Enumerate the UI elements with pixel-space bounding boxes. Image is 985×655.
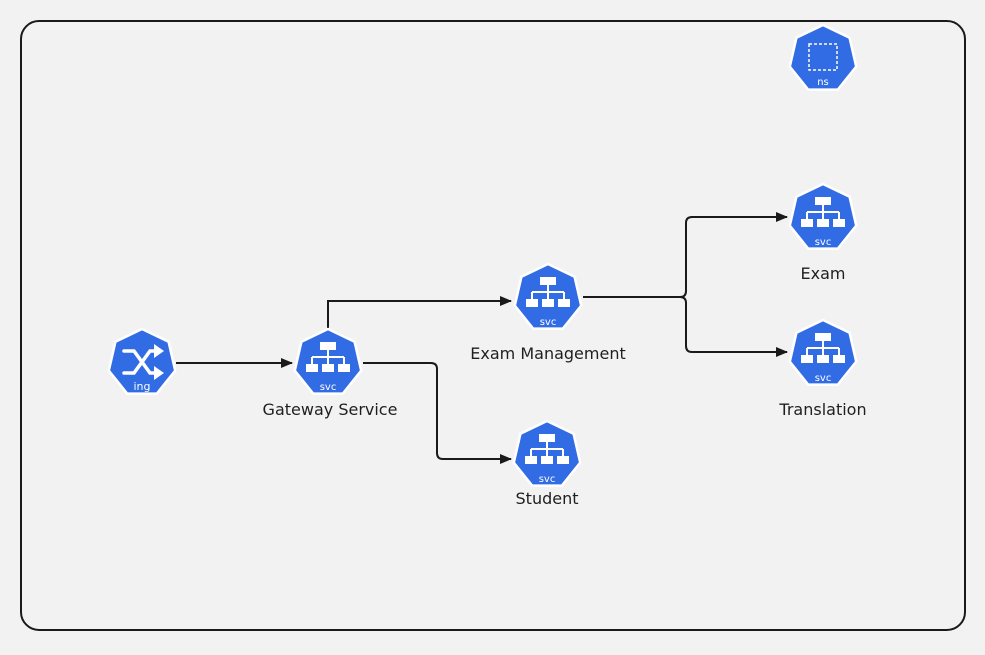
namespace-icon[interactable]: ns (788, 23, 858, 91)
gateway-service-icon[interactable]: svc (293, 327, 363, 395)
edge-exam-management-to-translation (679, 296, 788, 357)
edge-gateway-to-exam-management (327, 296, 512, 328)
student-service-icon[interactable]: svc (512, 419, 582, 487)
exam-management-label: Exam Management (470, 344, 626, 363)
cluster-frame (20, 20, 966, 631)
edge-gateway-to-student (363, 362, 512, 464)
gateway-badge: svc (320, 382, 337, 393)
ingress-icon[interactable]: ing (107, 327, 177, 395)
namespace-badge: ns (817, 77, 829, 88)
student-badge: svc (539, 474, 556, 485)
translation-badge: svc (815, 373, 832, 384)
exam-service-icon[interactable]: svc (788, 182, 858, 250)
gateway-service-label: Gateway Service (262, 400, 398, 419)
exam-badge: svc (815, 237, 832, 248)
exam-label: Exam (800, 264, 846, 283)
exam-management-service-icon[interactable]: svc (513, 262, 583, 330)
translation-label: Translation (779, 400, 867, 419)
edges (176, 212, 788, 464)
exam-management-badge: svc (540, 317, 557, 328)
ingress-badge: ing (133, 380, 150, 393)
translation-service-icon[interactable]: svc (788, 318, 858, 386)
student-label: Student (515, 489, 579, 508)
